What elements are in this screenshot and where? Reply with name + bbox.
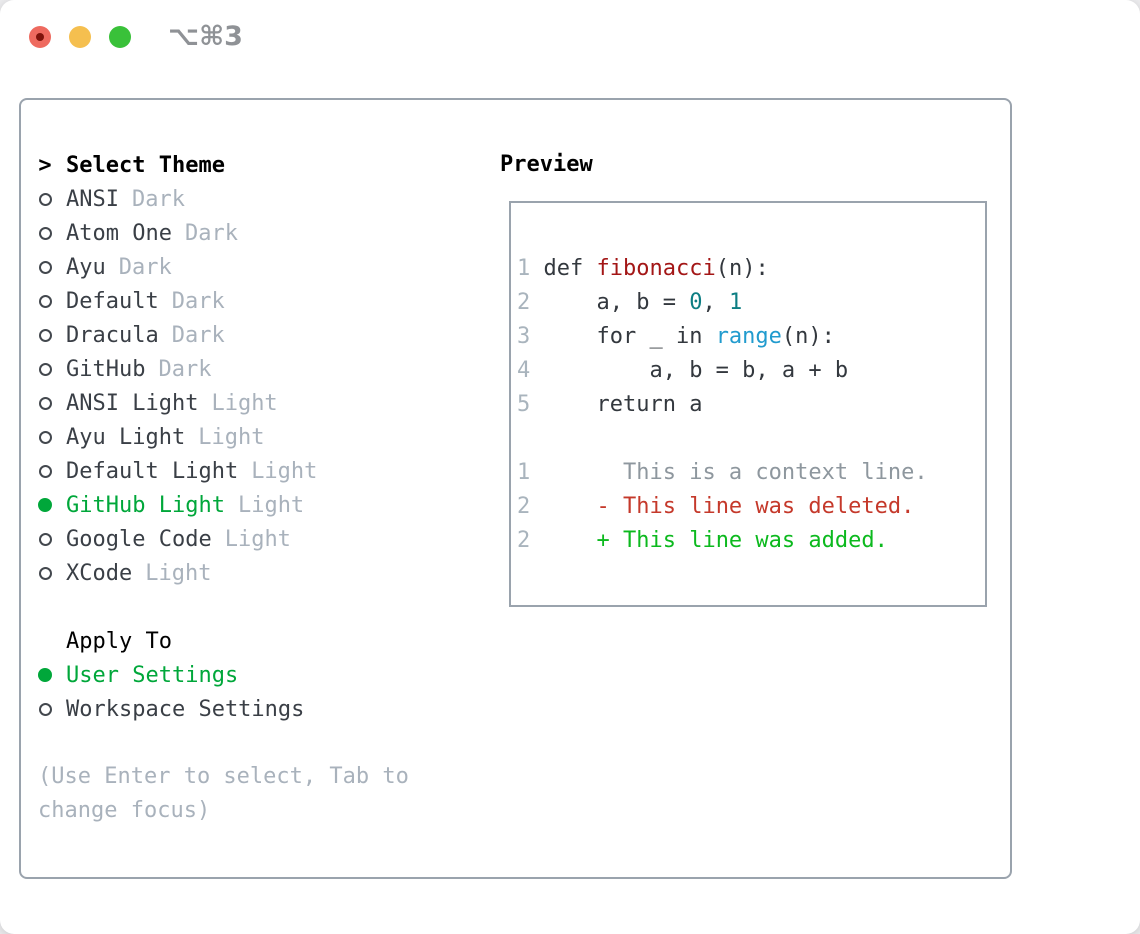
radio-icon	[38, 226, 52, 240]
variant-badge: Dark	[171, 288, 225, 314]
variant-badge: Light	[251, 458, 318, 484]
code-line: 2 a, b = 0, 1	[517, 290, 743, 315]
theme-name: Atom One	[66, 220, 172, 246]
diff-line: 2 - This line was deleted.	[517, 494, 915, 519]
variant-badge: Light	[237, 492, 305, 518]
radio-icon	[38, 430, 52, 444]
theme-name: ANSI Light	[66, 390, 199, 416]
variant-badge: Dark	[131, 186, 185, 212]
close-button[interactable]	[29, 26, 51, 48]
theme-option[interactable]: ANSI Light Light	[38, 386, 458, 420]
theme-option[interactable]: GitHub Dark	[38, 352, 458, 386]
theme-name: Default Light	[66, 458, 239, 484]
radio-icon	[38, 328, 52, 342]
theme-name: Default	[66, 288, 159, 314]
apply-to-option[interactable]: User Settings	[38, 658, 458, 692]
theme-name: Ayu Light	[66, 424, 186, 450]
preview-blank-line	[517, 422, 985, 456]
theme-option[interactable]: XCode Light	[38, 556, 458, 590]
help-text: (Use Enter to select, Tab to change focu…	[38, 764, 409, 823]
select-theme-header-row: > Select Theme	[38, 148, 458, 182]
theme-option[interactable]: Default Dark	[38, 284, 458, 318]
diff-line: 2 + This line was added.	[517, 528, 888, 553]
radio-selected-icon	[38, 498, 52, 512]
theme-option[interactable]: GitHub Light Light	[38, 488, 458, 522]
theme-name: GitHub Light	[66, 492, 225, 518]
variant-badge: Light	[224, 526, 291, 552]
radio-icon	[38, 362, 52, 376]
theme-option[interactable]: Atom One Dark	[38, 216, 458, 250]
theme-name: Google Code	[66, 526, 212, 552]
radio-icon	[38, 464, 52, 478]
theme-option[interactable]: Dracula Dark	[38, 318, 458, 352]
apply-to-header: Apply To	[66, 628, 172, 654]
radio-selected-icon	[38, 668, 52, 682]
radio-icon	[38, 702, 52, 716]
variant-badge: Dark	[118, 254, 172, 280]
radio-icon	[38, 294, 52, 308]
variant-badge: Light	[211, 390, 278, 416]
select-theme-header: Select Theme	[66, 152, 225, 178]
preview-box: 1 def fibonacci(n): 2 a, b = 0, 1 3 for _ …	[509, 201, 987, 607]
diff-line: 1 This is a context line.	[517, 460, 928, 485]
diff-preview: 1 This is a context line. 2 - This line w…	[517, 456, 985, 558]
code-line: 3 for _ in range(n):	[517, 324, 835, 349]
radio-icon	[38, 532, 52, 546]
theme-name: XCode	[66, 560, 133, 586]
code-line: 4 a, b = b, a + b	[517, 358, 849, 383]
theme-name: GitHub	[66, 356, 146, 382]
preview-header: Preview	[500, 152, 593, 177]
theme-option[interactable]: Google Code Light	[38, 522, 458, 556]
theme-option[interactable]: ANSI Dark	[38, 182, 458, 216]
radio-icon	[38, 192, 52, 206]
theme-name: Ayu	[66, 254, 106, 280]
code-line: 5 return a	[517, 392, 703, 417]
theme-option[interactable]: Default Light Light	[38, 454, 458, 488]
apply-to-label: User Settings	[66, 662, 239, 688]
close-dot-icon	[36, 33, 44, 41]
radio-icon	[38, 566, 52, 580]
apply-to-option[interactable]: Workspace Settings	[38, 692, 458, 726]
theme-name: ANSI	[66, 186, 119, 212]
window-title: ⌥⌘3	[168, 21, 243, 52]
minimize-button[interactable]	[69, 26, 91, 48]
variant-badge: Dark	[171, 322, 225, 348]
variant-badge: Light	[145, 560, 212, 586]
theme-name: Dracula	[66, 322, 159, 348]
code-line: 1 def fibonacci(n):	[517, 256, 769, 281]
variant-badge: Dark	[158, 356, 212, 382]
radio-icon	[38, 396, 52, 410]
maximize-button[interactable]	[109, 26, 131, 48]
theme-option[interactable]: Ayu Light Light	[38, 420, 458, 454]
selection-caret-icon: >	[38, 152, 52, 178]
titlebar: ⌥⌘3	[0, 0, 1140, 75]
theme-option[interactable]: Ayu Dark	[38, 250, 458, 284]
variant-badge: Light	[198, 424, 265, 450]
variant-badge: Dark	[184, 220, 238, 246]
apply-to-label: Workspace Settings	[66, 696, 305, 722]
apply-to-header-row: Apply To	[38, 624, 458, 658]
code-preview: 1 def fibonacci(n): 2 a, b = 0, 1 3 for _ …	[517, 252, 985, 422]
radio-icon	[38, 260, 52, 274]
